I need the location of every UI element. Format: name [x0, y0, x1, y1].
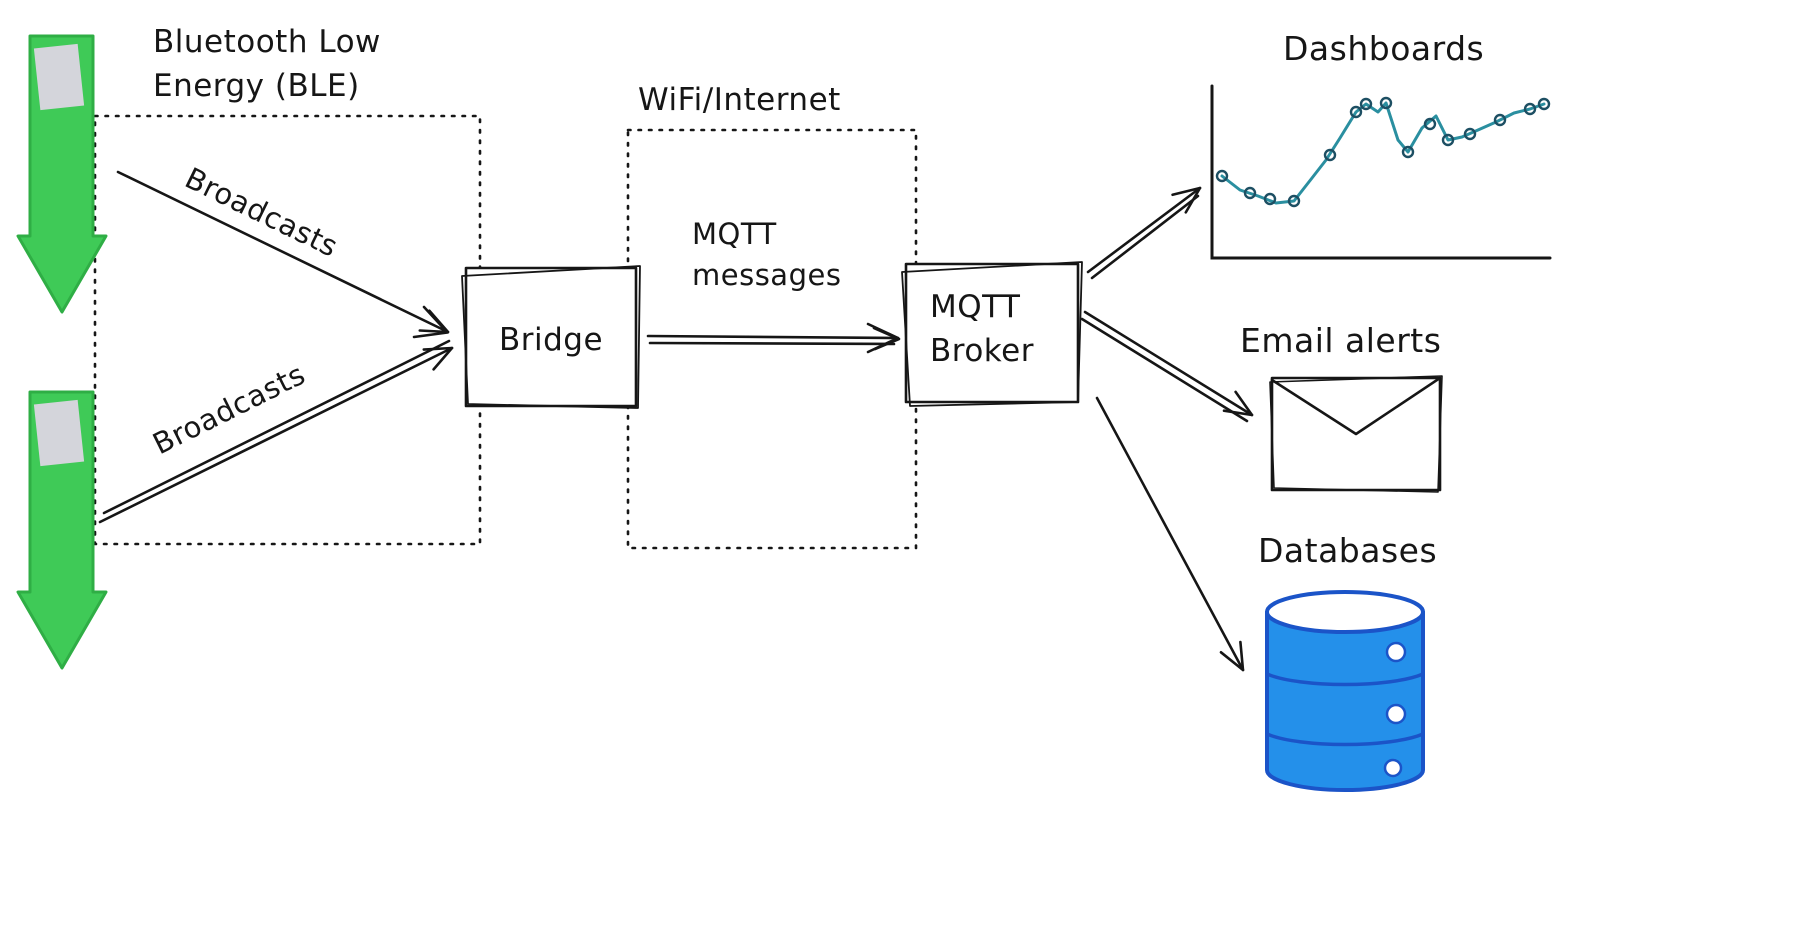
- ble-zone-title: Bluetooth Low Energy (BLE): [153, 24, 381, 105]
- dashboards-title: Dashboards: [1283, 29, 1485, 68]
- broadcast-arrow-bottom: [98, 339, 454, 524]
- wifi-zone-title: WiFi/Internet: [638, 82, 841, 118]
- bridge-box: [461, 265, 641, 409]
- dashboards-chart-icon: [1210, 84, 1552, 260]
- beacon-screen: [33, 43, 85, 111]
- email-envelope-icon: [1269, 375, 1443, 493]
- mqtt-messages-label: MQTT messages: [692, 217, 842, 293]
- beacon-screen: [33, 399, 85, 467]
- databases-title: Databases: [1258, 531, 1438, 570]
- broadcast-arrow-top: [116, 170, 450, 339]
- mqtt-broker-box: [901, 261, 1083, 407]
- ble-beacon-icon: [16, 34, 108, 314]
- ble-beacon-icon: [16, 390, 108, 670]
- mqtt-broker-label: MQTT Broker: [930, 289, 1034, 370]
- mqtt-messages-arrow: [646, 322, 901, 354]
- database-cylinder-icon: [1265, 590, 1425, 792]
- email-alerts-title: Email alerts: [1240, 321, 1442, 360]
- broker-to-dashboards-arrow: [1086, 186, 1202, 280]
- broker-to-databases-arrow: [1095, 396, 1245, 672]
- bridge-label: Bridge: [498, 322, 604, 358]
- broker-to-email-arrow: [1080, 310, 1254, 423]
